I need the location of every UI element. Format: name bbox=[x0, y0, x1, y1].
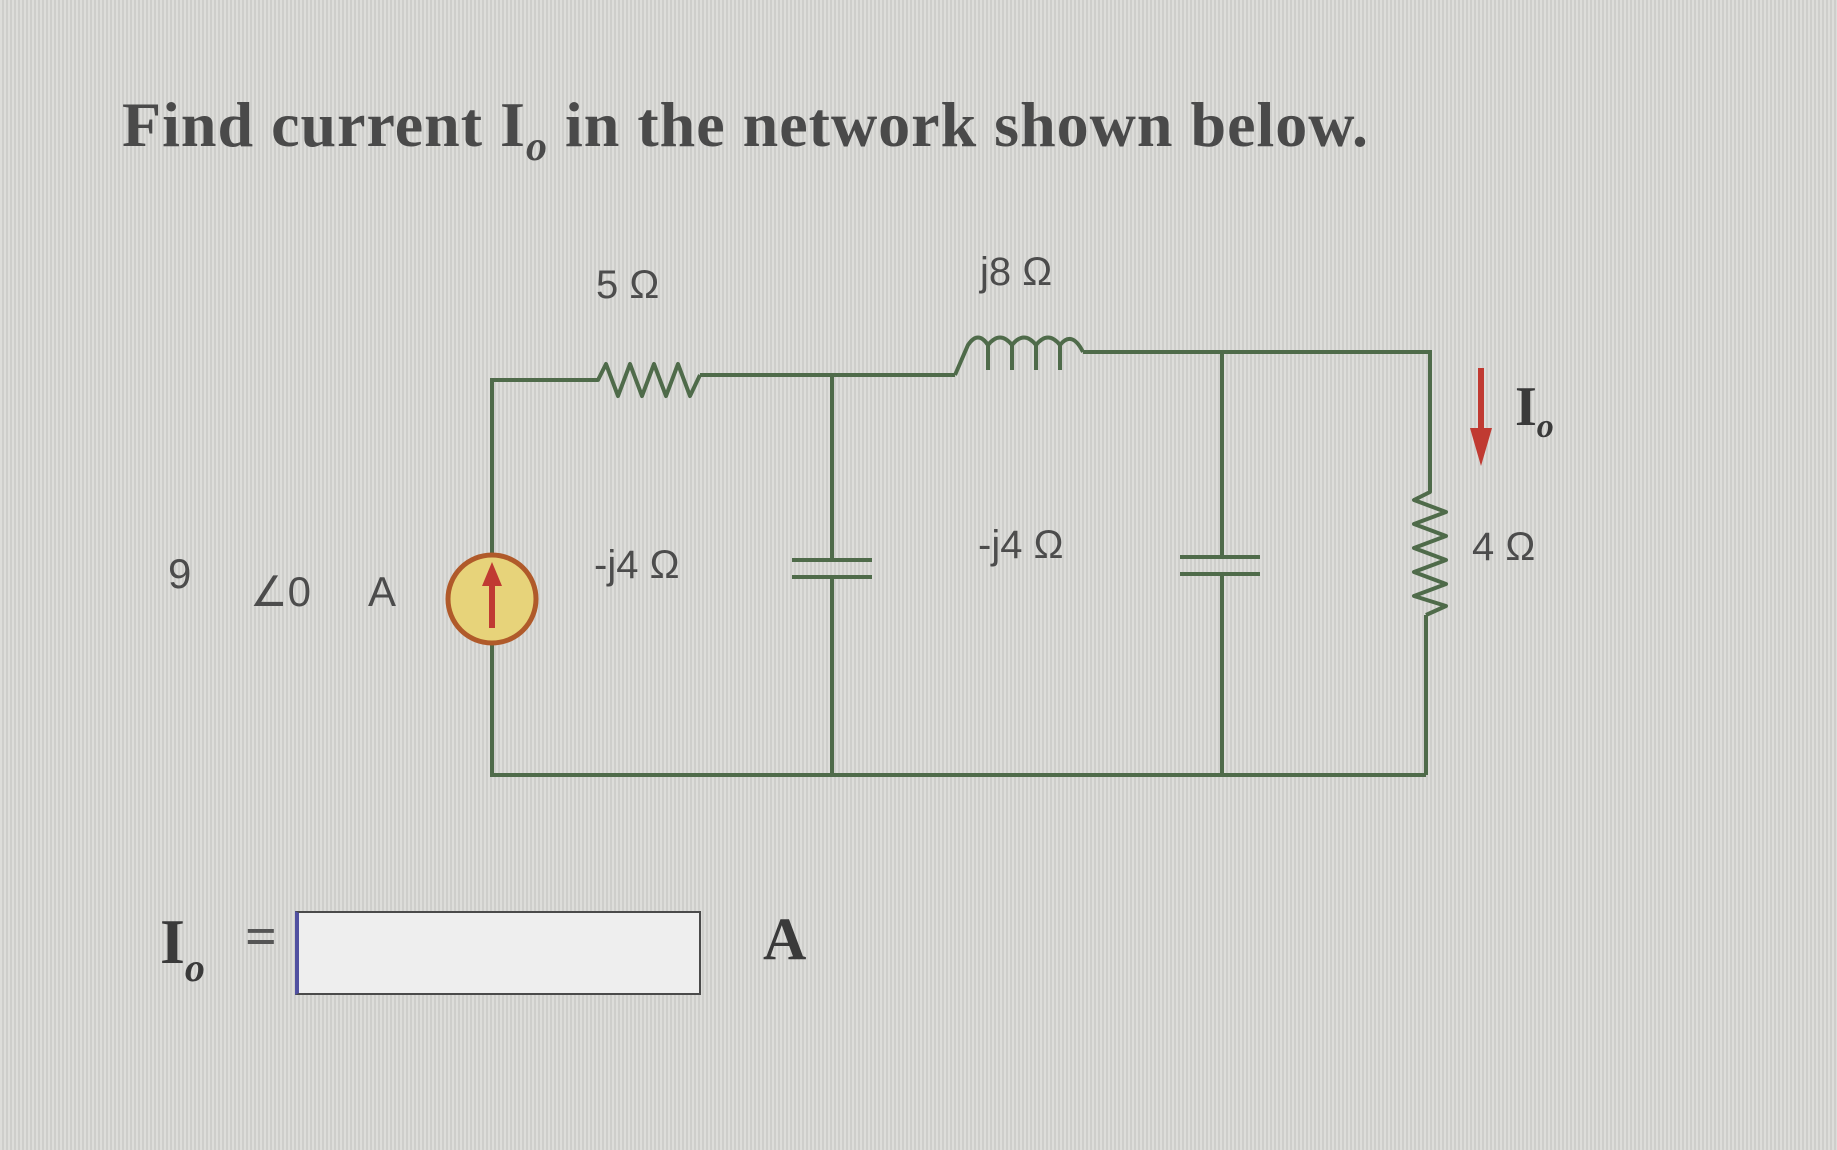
answer-label: Io bbox=[160, 906, 205, 990]
question-subscript: o bbox=[525, 124, 548, 170]
question-text: Find current Io in the network shown bel… bbox=[122, 88, 1369, 171]
source-angle-label: ∠0 bbox=[250, 568, 311, 615]
capacitor-1-label: -j4 Ω bbox=[594, 543, 679, 587]
current-io-arrow-icon bbox=[1470, 368, 1492, 466]
equals-sign: = bbox=[245, 906, 277, 968]
circuit-wires bbox=[490, 350, 1432, 777]
inductor-j8-label: j8 Ω bbox=[979, 250, 1052, 294]
answer-input[interactable] bbox=[295, 911, 701, 995]
inductor-j8-symbol bbox=[953, 335, 1085, 376]
io-current-label: Io bbox=[1515, 376, 1554, 445]
capacitor-2-label: -j4 Ω bbox=[978, 523, 1063, 567]
answer-unit-label: A bbox=[763, 906, 807, 972]
resistor-5-symbol bbox=[585, 362, 702, 398]
resistor-4-symbol bbox=[1412, 488, 1448, 617]
capacitor-1-symbol bbox=[792, 558, 872, 579]
resistor-4-label: 4 Ω bbox=[1472, 525, 1535, 569]
source-magnitude-label: 9 bbox=[168, 550, 191, 597]
source-unit-label: A bbox=[368, 568, 396, 615]
wire-top-right bbox=[1083, 350, 1432, 488]
wire-left-top bbox=[490, 378, 585, 555]
resistor-5-label: 5 Ω bbox=[596, 263, 659, 307]
question-text-end: in the network shown below. bbox=[547, 89, 1369, 160]
current-source-icon bbox=[445, 552, 539, 646]
wire-bottom bbox=[490, 643, 1426, 777]
capacitor-2-symbol bbox=[1180, 555, 1260, 576]
question-text-start: Find current I bbox=[122, 89, 526, 160]
